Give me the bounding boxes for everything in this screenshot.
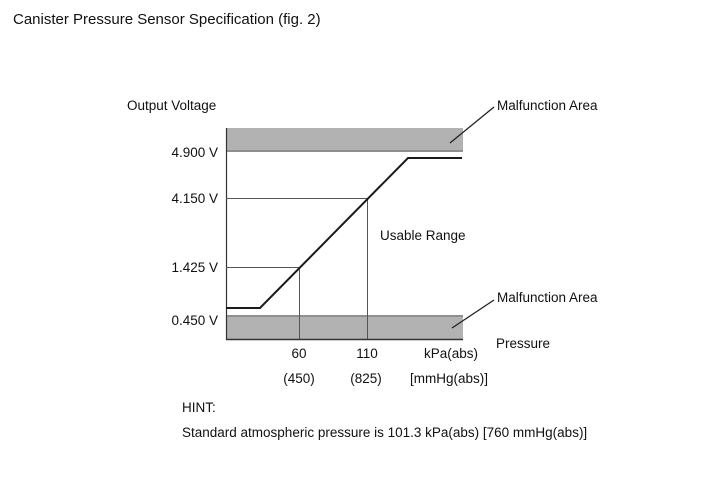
- y-tick-0450mv: 0.450 V: [171, 313, 218, 328]
- x-tick-110: 110: [356, 346, 378, 361]
- leader-line-malfunction-top: [449, 106, 495, 144]
- malfunction-band-top: [227, 128, 463, 152]
- x-tick-60: 60: [291, 346, 307, 361]
- y-axis-title: Output Voltage: [127, 98, 217, 113]
- hint-label: HINT:: [182, 400, 216, 415]
- x-tick-825: (825): [350, 371, 382, 386]
- usable-range-label: Usable Range: [380, 228, 466, 243]
- x-axis-title: Pressure: [496, 336, 551, 351]
- x-unit-kpa: kPa(abs): [423, 346, 479, 361]
- malfunction-band-bottom: [227, 315, 463, 340]
- malfunction-area-label-top: Malfunction Area: [497, 98, 598, 113]
- hint-text: Standard atmospheric pressure is 101.3 k…: [182, 425, 588, 440]
- x-unit-mmhg: [mmHg(abs)]: [409, 371, 488, 386]
- y-tick-4900mv: 4.900 V: [171, 145, 218, 160]
- sensor-output-curve: [226, 157, 462, 309]
- leader-line-malfunction-bottom: [451, 299, 495, 329]
- malfunction-area-label-bottom: Malfunction Area: [497, 290, 598, 305]
- y-tick-1425mv: 1.425 V: [171, 260, 218, 275]
- x-tick-450: (450): [283, 371, 315, 386]
- y-tick-4150mv: 4.150 V: [171, 191, 218, 206]
- figure-title: Canister Pressure Sensor Specification (…: [13, 11, 321, 28]
